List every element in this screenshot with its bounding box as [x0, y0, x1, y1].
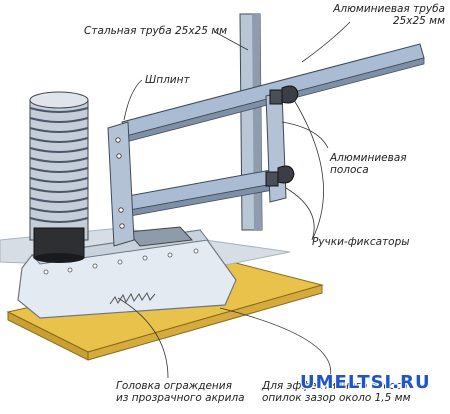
label-gap-line2: опилок зазор около 1,5 мм	[262, 392, 411, 404]
pin-holes	[115, 137, 125, 229]
leader-pin	[123, 79, 143, 121]
dust-hose	[29, 91, 89, 263]
label-gap: Для эффективного отсоса опилок зазор око…	[262, 380, 411, 404]
guard-rivets	[43, 248, 199, 275]
leader-alu-strip	[281, 121, 329, 149]
wooden-board-side	[87, 284, 323, 361]
label-gap-line1: Для эффективного отсоса	[262, 380, 408, 392]
label-pin: Шплинт	[145, 74, 190, 86]
label-alu-tube-line1: Алюминиевая труба	[333, 3, 445, 15]
label-steel-tube: Стальная труба 25x25 мм	[84, 25, 228, 37]
label-alu-tube: Алюминиевая труба 25x25 мм	[320, 3, 445, 27]
label-alu-strip: Алюминиевая полоса	[330, 152, 407, 176]
saw-blade-teeth	[109, 291, 156, 305]
mounting-block	[126, 226, 194, 247]
left-vertical-plate	[107, 121, 135, 247]
label-alu-strip-line1: Алюминиевая	[330, 152, 407, 164]
leader-knobs	[285, 187, 315, 241]
locking-knob-lower	[265, 165, 295, 187]
label-alu-tube-line2: 25x25 мм	[392, 15, 445, 27]
label-guard-head-line2: из прозрачного акрила	[116, 392, 245, 404]
locking-knob-upper	[269, 85, 299, 105]
label-alu-strip-line2: полоса	[330, 164, 369, 176]
leader-knobs-2	[293, 99, 324, 241]
leader-guard-head	[117, 297, 169, 379]
label-guard-head-line1: Головка ограждения	[116, 380, 232, 392]
watermark: UMELTSI.RU	[300, 372, 431, 393]
leader-gap	[219, 307, 332, 379]
label-guard-head: Головка ограждения из прозрачного акрила	[116, 380, 245, 404]
leader-steel-tube	[214, 31, 249, 51]
label-knobs: Ручки-фиксаторы	[312, 236, 410, 248]
leader-alu-tube	[301, 21, 351, 63]
